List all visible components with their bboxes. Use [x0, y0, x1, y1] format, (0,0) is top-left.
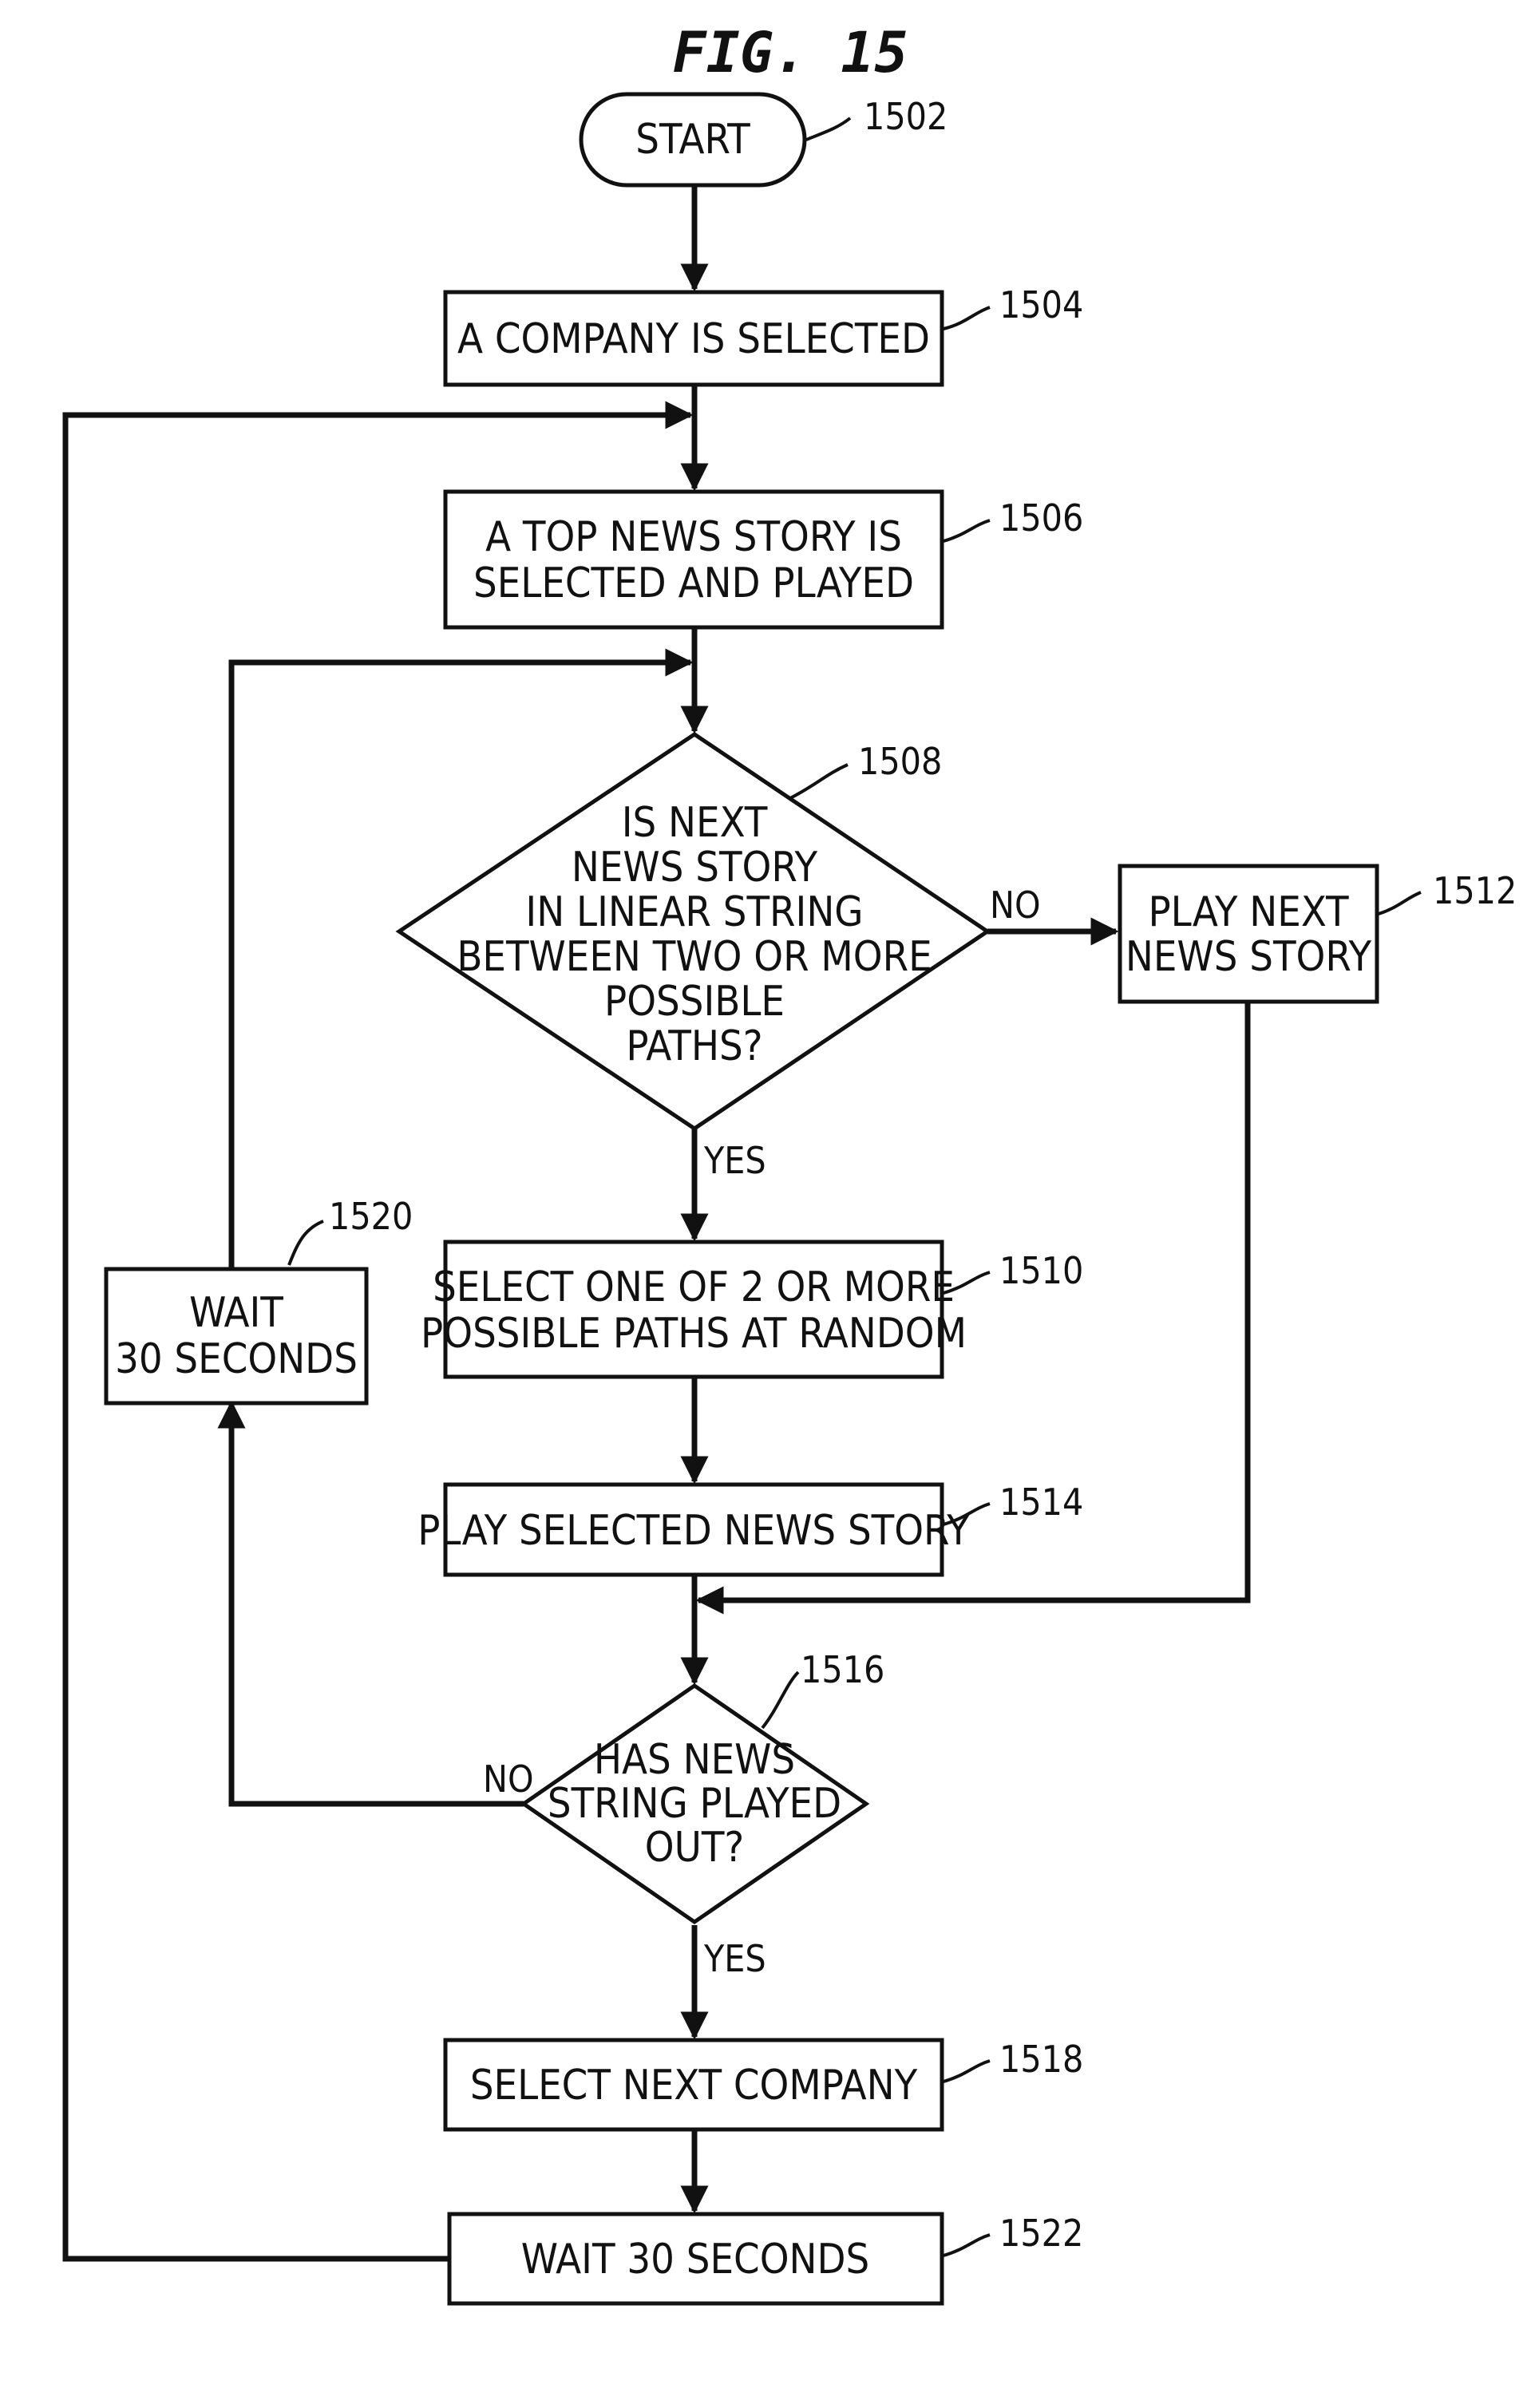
play-next-line-2: NEWS STORY [1126, 933, 1372, 981]
wait-left-line-2: 30 SECONDS [115, 1335, 358, 1383]
select-path-line-2: POSSIBLE PATHS AT RANDOM [421, 1310, 967, 1358]
ref-1522: 1522 [999, 2212, 1083, 2255]
ref-leader-1504 [944, 307, 990, 329]
ref-leader-1508 [790, 765, 848, 798]
ref-1508: 1508 [858, 740, 942, 783]
ref-leader-1516 [762, 1672, 798, 1728]
top-story-line-1: A TOP NEWS STORY IS [485, 513, 902, 561]
ref-1502: 1502 [864, 95, 948, 138]
arrow-1516-no-to-1520 [231, 1403, 524, 1804]
decision-linear-line-3: IN LINEAR STRING [525, 888, 863, 936]
ref-leader-1518 [944, 2061, 990, 2082]
start-label: START [635, 116, 750, 164]
decision-linear-line-4: BETWEEN TWO OR MORE [457, 933, 932, 981]
top-story-line-2: SELECTED AND PLAYED [473, 559, 914, 607]
ref-leader-1502 [806, 118, 850, 140]
decision-played-out-line-2: STRING PLAYED [548, 1780, 841, 1828]
decision-played-out-yes-label: YES [703, 1937, 766, 1980]
ref-leader-1522 [944, 2235, 990, 2256]
decision-linear-line-6: PATHS? [626, 1022, 762, 1070]
company-selected-label: A COMPANY IS SELECTED [457, 315, 930, 363]
decision-linear-line-1: IS NEXT [622, 799, 768, 847]
node-play-next: PLAY NEXT NEWS STORY 1512 [1120, 866, 1517, 1002]
node-play-selected: PLAY SELECTED NEWS STORY 1514 [417, 1481, 1083, 1575]
ref-leader-1512 [1379, 892, 1421, 914]
play-selected-label: PLAY SELECTED NEWS STORY [417, 1507, 970, 1555]
ref-1520: 1520 [329, 1195, 413, 1238]
node-top-story: A TOP NEWS STORY IS SELECTED AND PLAYED … [445, 492, 1083, 627]
ref-1504: 1504 [999, 283, 1083, 326]
select-path-line-1: SELECT ONE OF 2 OR MORE [433, 1263, 955, 1311]
node-wait-bottom: WAIT 30 SECONDS 1522 [449, 2212, 1083, 2303]
node-wait-left: WAIT 30 SECONDS 1520 [106, 1195, 413, 1403]
wait-left-line-1: WAIT [189, 1289, 283, 1337]
ref-1516: 1516 [801, 1648, 884, 1691]
node-start: START 1502 [581, 94, 948, 185]
node-company-selected: A COMPANY IS SELECTED 1504 [445, 283, 1083, 385]
figure-title: FIG. 15 [672, 20, 908, 85]
node-decision-linear: IS NEXT NEWS STORY IN LINEAR STRING BETW… [399, 734, 1041, 1182]
ref-leader-1520 [289, 1221, 323, 1265]
decision-played-out-line-1: HAS NEWS [594, 1736, 795, 1784]
select-next-company-label: SELECT NEXT COMPANY [470, 2062, 918, 2109]
decision-played-out-no-label: NO [483, 1758, 534, 1801]
node-decision-played-out: HAS NEWS STRING PLAYED OUT? 1516 NO YES [483, 1648, 884, 1980]
play-next-line-1: PLAY NEXT [1148, 888, 1348, 936]
wait-bottom-label: WAIT 30 SECONDS [521, 2236, 869, 2283]
ref-1512: 1512 [1433, 869, 1517, 912]
node-select-path: SELECT ONE OF 2 OR MORE POSSIBLE PATHS A… [421, 1242, 1083, 1377]
decision-linear-yes-label: YES [703, 1139, 766, 1182]
ref-1506: 1506 [999, 496, 1083, 540]
decision-linear-line-5: POSSIBLE [604, 978, 785, 1026]
ref-1510: 1510 [999, 1249, 1083, 1292]
ref-leader-1506 [944, 520, 990, 541]
decision-linear-no-label: NO [990, 884, 1041, 927]
decision-played-out-line-3: OUT? [645, 1824, 744, 1872]
ref-1518: 1518 [999, 2038, 1083, 2081]
ref-1514: 1514 [999, 1481, 1083, 1524]
node-select-next-company: SELECT NEXT COMPANY 1518 [445, 2038, 1083, 2129]
decision-linear-line-2: NEWS STORY [572, 844, 818, 892]
